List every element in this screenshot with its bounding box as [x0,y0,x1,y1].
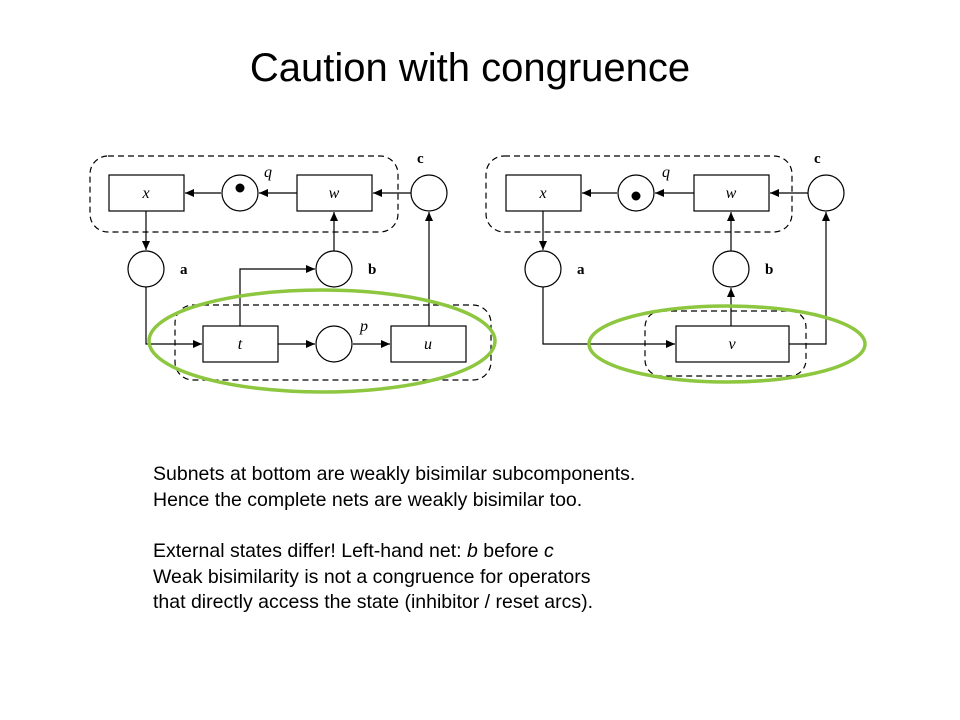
left-label-p: p [359,318,368,335]
right-label-b: b [765,262,773,278]
left-label-x: x [141,185,149,202]
right-place-c [807,174,845,212]
left-label-a: a [180,262,188,278]
explanation-text: Subnets at bottom are weakly bisimilar s… [153,462,635,616]
right-top-dashed-box [485,155,793,233]
left-label-c: c [417,151,424,167]
right-token-dot [631,191,641,201]
right-transition-v [675,325,790,363]
left-highlight-ellipse [147,288,497,394]
left-top-dashed-box [89,155,399,233]
left-transition-x [108,174,185,212]
text-line-3: External states differ! Left-hand net: b… [153,539,635,565]
left-place-b [315,250,353,288]
right-transition-w [693,174,770,212]
text-line-3-b: b [467,540,478,562]
right-net [485,155,845,377]
left-bottom-dashed-box [174,304,492,381]
left-label-u: u [424,336,432,353]
left-place-p [315,325,353,363]
left-net [89,155,492,381]
text-line-3-mid: before [477,540,544,562]
text-line-3-pre: External states differ! Left-hand net: [153,540,467,562]
text-line-4: Weak bisimilarity is not a congruence fo… [153,565,591,588]
right-label-w: w [726,185,737,202]
left-label-q: q [264,164,272,181]
slide-title: Caution with congruence [249,46,691,90]
right-label-a: a [577,262,585,278]
left-label-t: t [238,336,243,353]
right-highlight-ellipse [587,304,867,384]
text-line-3-c: c [544,540,554,562]
right-place-b [712,250,750,288]
text-line-5: that directly access the state (inhibito… [153,591,594,613]
left-label-b: b [368,262,376,278]
right-label-c: c [814,151,821,167]
right-label-q: q [662,164,670,181]
right-label-v: v [728,336,736,353]
left-place-c [410,174,448,212]
text-line-1: Subnets at bottom are weakly bisimilar s… [153,463,636,485]
left-token-dot [235,183,245,193]
left-place-q [221,174,259,212]
text-line-2: Hence the complete nets are weakly bisim… [153,488,583,511]
right-label-x: x [538,185,546,202]
left-label-w: w [329,185,340,202]
right-place-a [524,250,562,288]
left-place-a [127,250,165,288]
